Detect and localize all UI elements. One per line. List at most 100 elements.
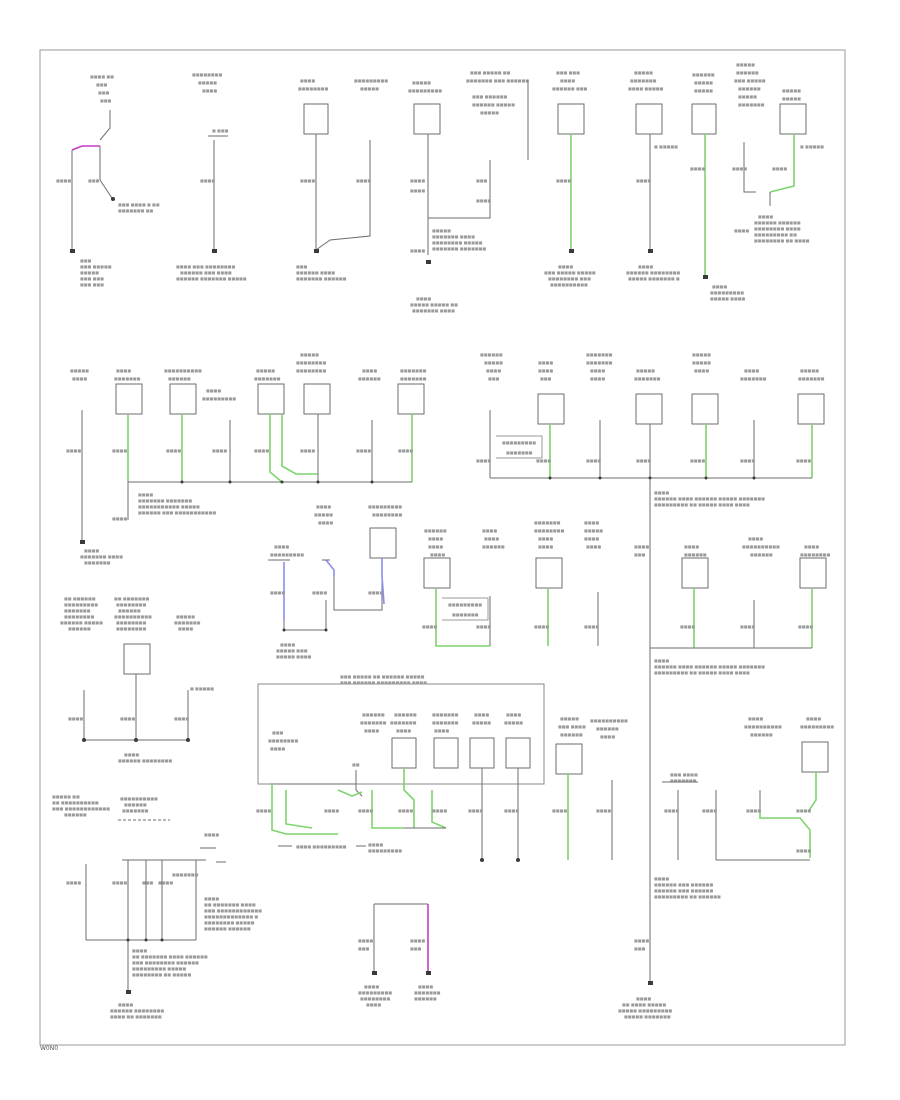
svg-text:■■■ ■■■■■■■■■■■■: ■■■ ■■■■■■■■■■■■	[52, 806, 110, 811]
svg-text:■■■■: ■■■■	[316, 504, 331, 509]
svg-text:■■■■: ■■■■	[200, 178, 215, 183]
svg-text:■■■■: ■■■■	[746, 808, 761, 813]
bottom-center-magenta-circuit: ■■■■ ■■■ ■■■■ ■■■ ■■■■ ■■■■■■■■■ ■■■■■■■…	[358, 903, 441, 1007]
svg-text:■■■: ■■■	[296, 264, 308, 269]
svg-text:■ ■■■: ■ ■■■	[212, 128, 229, 133]
mid-center-components: ■■■■■■ ■■■■ ■■■■ ■■■■ ■■■■ ■■■■ ■■■■■■ ■…	[422, 520, 603, 647]
svg-text:■■■■: ■■■■	[356, 448, 371, 453]
figure-id-code: W0N0	[40, 1045, 58, 1052]
svg-text:■■■■: ■■■■	[694, 368, 709, 373]
svg-text:■■: ■■	[352, 762, 360, 767]
svg-text:■■■■■: ■■■■■	[480, 110, 499, 115]
svg-text:■■■■■■ ■■■: ■■■■■■ ■■■	[552, 86, 588, 91]
svg-text:■■■■: ■■■■	[740, 458, 755, 463]
svg-text:■■■■■: ■■■■■	[694, 88, 713, 93]
svg-text:■■■■: ■■■■	[410, 188, 425, 193]
svg-text:■■■: ■■■	[488, 376, 500, 381]
svg-text:■■■■■■ ■■■■ ■■■■■■ ■■■■■ ■■■■■: ■■■■■■ ■■■■ ■■■■■■ ■■■■■ ■■■■■■■	[654, 664, 765, 669]
svg-text:■■■■■ ■■■■■■■■■: ■■■■■ ■■■■■■■■■	[618, 1008, 672, 1013]
svg-text:■■■: ■■■	[634, 946, 646, 951]
svg-text:■■■■: ■■■■	[538, 368, 553, 373]
svg-text:■■■■■■■■■■: ■■■■■■■■■■	[550, 282, 588, 287]
svg-text:■■■■: ■■■■	[534, 624, 549, 629]
svg-text:■■■■■■■ ■■■■: ■■■■■■■ ■■■■	[412, 308, 455, 313]
svg-text:■■■■■■: ■■■■■■	[738, 86, 761, 91]
svg-text:■■■■: ■■■■	[280, 642, 295, 647]
svg-text:■■■ ■■■■■■ ■■■■■■■■■ ■■■■: ■■■ ■■■■■■ ■■■■■■■■■ ■■■■	[340, 680, 427, 685]
svg-text:■■■■■■■: ■■■■■■■	[534, 520, 561, 525]
svg-text:■■■■■: ■■■■■	[800, 368, 819, 373]
svg-text:■■■■: ■■■■	[586, 544, 601, 549]
svg-text:■■■■■■: ■■■■■■	[692, 72, 715, 77]
svg-text:■■■■■■■■■ ■■■■■: ■■■■■■■■■ ■■■■■	[132, 966, 186, 971]
svg-text:■■■■: ■■■■	[506, 712, 521, 717]
svg-text:■■■ ■■■■: ■■■ ■■■■	[558, 724, 586, 729]
svg-text:■■■■■■■■■ ■■ ■■■■■■: ■■■■■■■■■ ■■ ■■■■■■	[654, 894, 721, 899]
svg-text:■■■■■■: ■■■■■■	[482, 544, 505, 549]
svg-text:■ ■■■■■: ■ ■■■■■	[190, 686, 214, 691]
svg-text:■■■■ ■■■■■■■■■: ■■■■ ■■■■■■■■■	[296, 844, 347, 849]
green-wire-circuit-3: ■■■■■ ■■■■■■ ■■■ ■■■■■ ■■■■■■ ■■■■■ ■■■■…	[732, 62, 824, 243]
svg-text:■■■■: ■■■■	[138, 492, 153, 497]
svg-text:■ ■■■■■: ■ ■■■■■	[654, 144, 678, 149]
svg-text:■■■■: ■■■■	[590, 376, 605, 381]
svg-text:■■■■: ■■■■	[158, 880, 173, 885]
svg-text:■■■■: ■■■■	[664, 808, 679, 813]
svg-text:■■■■■■■■■■: ■■■■■■■■■■	[742, 544, 780, 549]
svg-text:■■■■: ■■■■	[300, 448, 315, 453]
svg-text:■■■■: ■■■■	[748, 536, 763, 541]
svg-text:■■■■■■■■■: ■■■■■■■■■	[448, 602, 482, 607]
svg-text:■■■■: ■■■■	[636, 178, 651, 183]
svg-text:■■■■■■■■■ ■■ ■■■■■ ■■■■ ■■■■: ■■■■■■■■■ ■■ ■■■■■ ■■■■ ■■■■	[654, 670, 750, 675]
svg-text:■■■■■■■ ■■■■: ■■■■■■■ ■■■■	[80, 554, 123, 559]
svg-text:■■ ■■■■ ■■■■■: ■■ ■■■■ ■■■■■	[622, 1002, 666, 1007]
svg-text:■■■■: ■■■■	[398, 448, 413, 453]
svg-text:■■■■■■■■: ■■■■■■■■	[64, 614, 94, 619]
svg-text:■■■: ■■■	[358, 946, 370, 951]
svg-text:■■■■■■: ■■■■■■	[750, 732, 773, 737]
svg-text:■■■■: ■■■■	[84, 548, 99, 553]
svg-text:■■■■: ■■■■	[584, 536, 599, 541]
svg-text:■■■■: ■■■■	[556, 178, 571, 183]
svg-text:■■■■: ■■■■	[796, 808, 811, 813]
svg-text:■■■■■■■: ■■■■■■■	[174, 620, 201, 625]
svg-text:■■■■ ■■■■■: ■■■■ ■■■■■	[628, 86, 664, 91]
svg-text:■■■■■■■■ ■■■: ■■■■■■■■ ■■■	[548, 276, 591, 281]
svg-text:■■■■: ■■■■	[690, 166, 705, 171]
svg-text:■■■■■■■: ■■■■■■■	[414, 990, 441, 995]
blue-wire-circuit: ■■■■ ■■■■■ ■■■■ ■■■■■■■■■ ■■■■■■■■ ■■■■ …	[268, 504, 402, 659]
svg-text:■■■■: ■■■■	[364, 984, 379, 989]
svg-text:■■■■: ■■■■	[536, 458, 551, 463]
svg-text:■■■■■■■: ■■■■■■■	[390, 720, 417, 725]
svg-text:■■■■: ■■■■	[358, 938, 373, 943]
svg-text:■■■ ■■■■■■■■■■■■: ■■■ ■■■■■■■■■■■■	[204, 908, 262, 913]
svg-text:■■■■■■■■■■: ■■■■■■■■■■	[744, 724, 782, 729]
svg-text:■■■■■■: ■■■■■■	[64, 812, 87, 817]
svg-text:■■■■■■ ■■■ ■■■■: ■■■■■■ ■■■ ■■■■	[180, 270, 232, 275]
svg-text:■■■■■: ■■■■■	[300, 352, 319, 357]
svg-text:■■■■■■■ ■■■■■■■: ■■■■■■■ ■■■■■■■	[432, 246, 486, 251]
svg-text:■■■■: ■■■■	[428, 536, 443, 541]
svg-text:■■■■■■■■ ■■■■■: ■■■■■■■■ ■■■■■	[432, 240, 483, 245]
svg-text:■■■■■■: ■■■■■■	[362, 712, 385, 717]
svg-text:■■■■: ■■■■	[430, 552, 445, 557]
svg-text:■■■■: ■■■■	[804, 544, 819, 549]
svg-text:■■■ ■■■■■: ■■■ ■■■■■	[80, 264, 112, 269]
svg-text:■■■■■■: ■■■■■■	[736, 70, 759, 75]
svg-text:■■■■■■: ■■■■■■	[596, 726, 619, 731]
svg-text:■■■■: ■■■■	[654, 658, 669, 663]
mid-right-components: ■■■■ ■■■■■■ ■■■■ ■■■■■■■■■■ ■■■■■■ ■■■■ …	[650, 536, 830, 675]
svg-text:■■■■■■■■: ■■■■■■■■	[800, 552, 830, 557]
svg-text:■■ ■■■■■■■■■■: ■■ ■■■■■■■■■■	[52, 800, 99, 805]
svg-text:■■■: ■■■	[100, 98, 112, 103]
svg-text:■■■■: ■■■■	[254, 448, 269, 453]
green-wire-harness-bottom: ■■■■ ■■■■ ■■■■ ■■■■ ■■■■ ■■■■ ■■■■ ■■■■ …	[256, 768, 520, 862]
svg-text:■■■■■: ■■■■■	[636, 368, 655, 373]
svg-text:■■■■■■■: ■■■■■■■	[586, 352, 613, 357]
right-main-ground-trunk: ■■■■ ■■■ ■■■■ ■■■ ■■■■ ■■ ■■■■ ■■■■■ ■■■…	[618, 478, 672, 1019]
svg-text:■■■■■: ■■■■■	[694, 80, 713, 85]
svg-text:■■■: ■■■	[142, 880, 154, 885]
harness-label-box-1: ■■■■■■■■■ ■■■■■■■	[496, 435, 543, 459]
svg-text:■■■■■: ■■■■■	[782, 88, 801, 93]
svg-text:■■■■■■■: ■■■■■■■	[432, 712, 459, 717]
